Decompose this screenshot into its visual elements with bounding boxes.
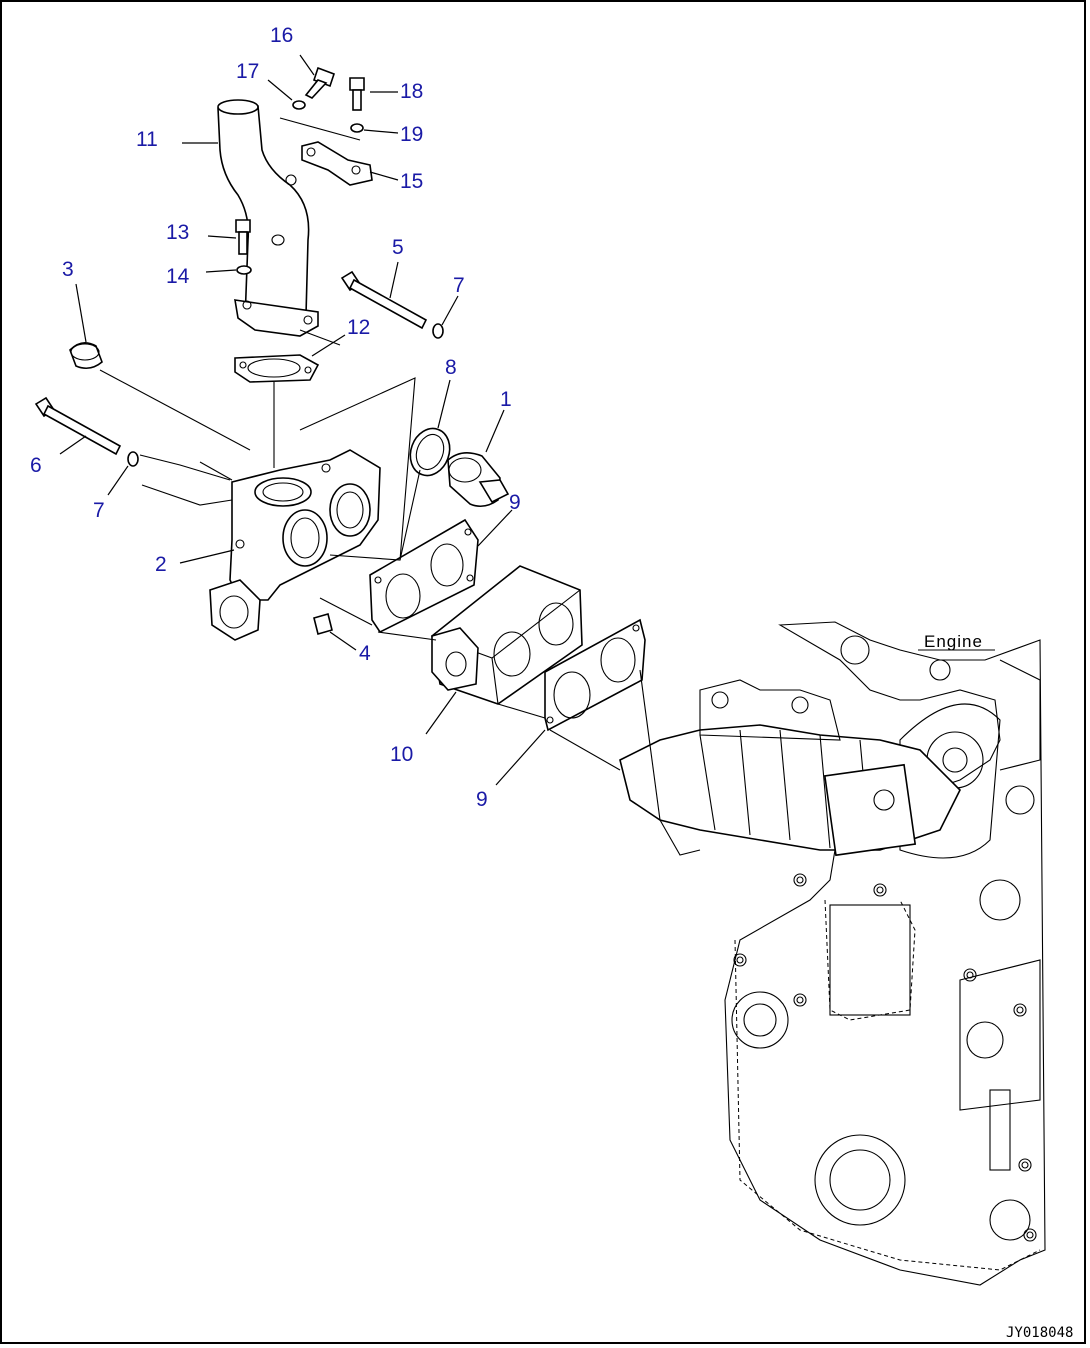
- callout-11: 11: [136, 128, 158, 151]
- callout-9-upper: 9: [509, 491, 521, 514]
- bracket: [301, 141, 373, 186]
- callout-6: 6: [30, 454, 42, 477]
- callout-12: 12: [347, 316, 370, 339]
- callout-14: 14: [166, 265, 190, 288]
- callout-18: 18: [400, 80, 423, 103]
- callout-7-upper: 7: [453, 274, 465, 297]
- bolt-13: [235, 219, 251, 255]
- callout-2: 2: [155, 553, 167, 576]
- engine-reference: Engine: [918, 632, 995, 651]
- washer-7-upper: [432, 323, 444, 339]
- washer-14: [236, 265, 252, 275]
- washer-19: [350, 123, 364, 133]
- small-plug: [313, 613, 333, 635]
- thermostat-housing: [209, 449, 381, 641]
- assembly-guides: [99, 117, 651, 771]
- engine-label: Engine: [924, 632, 983, 651]
- plug-cap: [69, 342, 103, 370]
- callout-7-lower: 7: [93, 499, 105, 522]
- spacer-block: [431, 565, 583, 705]
- callout-3: 3: [62, 258, 74, 281]
- callout-17: 17: [236, 60, 259, 83]
- gasket-9-upper: [369, 518, 479, 634]
- callout-9-lower: 9: [476, 788, 488, 811]
- callout-16: 16: [270, 24, 293, 47]
- washer-7-lower: [127, 451, 139, 467]
- callout-19: 19: [400, 123, 423, 146]
- drawing-id: JY018048: [1006, 1325, 1073, 1341]
- engine-block: [724, 621, 1046, 1286]
- bolt-5: [340, 270, 428, 330]
- outlet-gasket: [234, 354, 320, 383]
- bolt-6: [34, 396, 122, 456]
- water-outlet-pipe: [217, 99, 319, 337]
- callout-10: 10: [390, 743, 413, 766]
- callout-13: 13: [166, 221, 189, 244]
- callout-4: 4: [359, 642, 371, 665]
- bolt-16: [304, 66, 336, 99]
- thermostat: [447, 452, 510, 508]
- callout-5: 5: [392, 236, 404, 259]
- callout-8: 8: [445, 356, 457, 379]
- bolt-18: [349, 77, 365, 111]
- o-ring: [409, 427, 451, 477]
- callout-labels: 16 17 18 19 11 15 13 14 3 5 7 12 8 1 6 7…: [30, 24, 521, 811]
- callout-15: 15: [400, 170, 423, 193]
- washer-17: [292, 100, 306, 110]
- callout-1: 1: [500, 388, 512, 411]
- engine-housing-assembly: [619, 679, 961, 857]
- leader-lines: [59, 54, 546, 786]
